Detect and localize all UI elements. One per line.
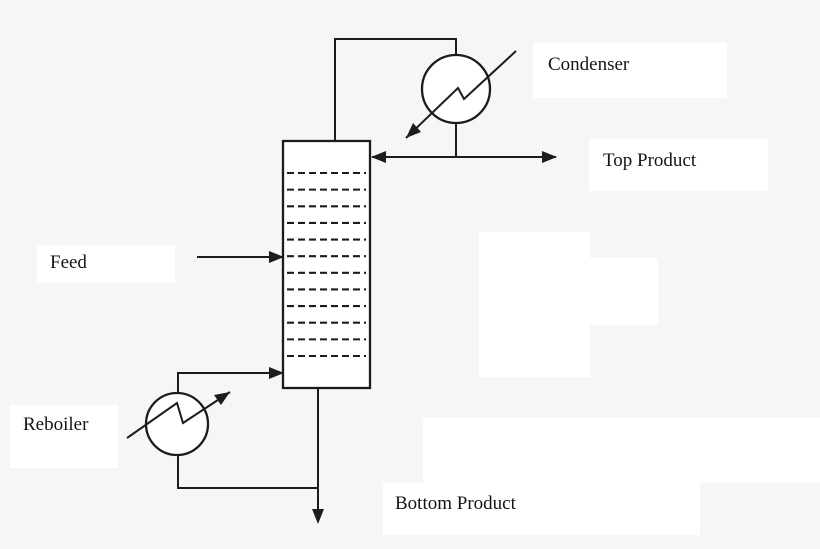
reboiler-heat-exchanger-icon	[126, 391, 231, 457]
feed-label: Feed	[37, 245, 175, 283]
reboiler-zigzag	[126, 391, 231, 439]
distillation-column	[281, 139, 372, 390]
flow-arrowheads	[269, 151, 557, 524]
reboiler-draw-pipe	[177, 455, 317, 489]
condenser-zigzag	[405, 50, 517, 139]
piping	[177, 38, 556, 521]
bottom-product-label: Bottom Product	[383, 483, 700, 535]
reboiler-return-arrowhead	[269, 367, 284, 379]
reboiler-return-pipe	[177, 372, 282, 392]
column-trays	[287, 171, 366, 358]
feed-arrowhead	[269, 251, 284, 263]
background-patch	[479, 232, 590, 377]
reboiler-label: Reboiler	[10, 405, 118, 468]
top-product-label: Top Product	[589, 139, 768, 191]
background-patch	[590, 258, 658, 325]
condenser-label: Condenser	[533, 43, 727, 98]
background-patch	[423, 418, 820, 483]
top-product-arrowhead	[542, 151, 557, 163]
background-patches	[423, 232, 820, 483]
overhead-vapor-pipe	[334, 38, 457, 141]
condenser-heat-exchanger-icon	[405, 50, 517, 139]
bottom-product-arrowhead	[312, 509, 324, 524]
reboiler-duty-arrowhead	[214, 392, 230, 405]
reflux-arrowhead	[371, 151, 386, 163]
condenser-duty-arrowhead	[406, 123, 421, 138]
